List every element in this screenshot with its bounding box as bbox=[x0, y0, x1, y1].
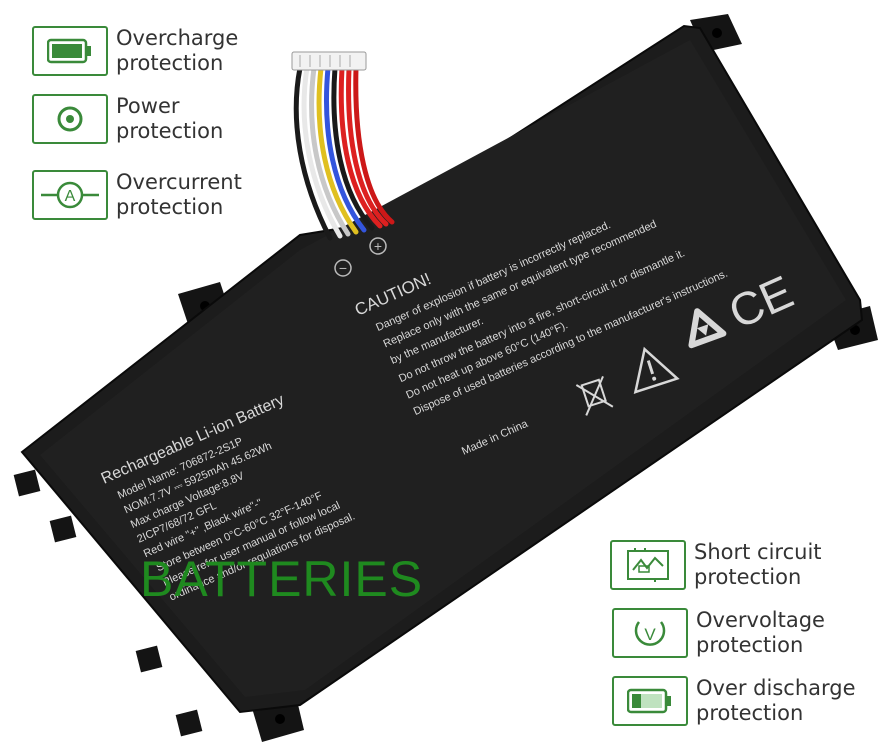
voltage-icon: V bbox=[612, 608, 688, 658]
feature-label: Short circuit bbox=[694, 540, 822, 564]
side-clip bbox=[49, 515, 77, 543]
plus-terminal-icon bbox=[369, 237, 387, 255]
feature-label: protection bbox=[116, 195, 224, 219]
feature-label: protection bbox=[116, 51, 224, 75]
side-clip bbox=[135, 645, 163, 673]
power-icon bbox=[32, 94, 108, 144]
feature-label: protection bbox=[696, 701, 804, 725]
screw-hole bbox=[275, 714, 285, 724]
feature-label: Overcurrent bbox=[116, 170, 242, 194]
feature-label: Power bbox=[116, 94, 180, 118]
warning-triangle-icon bbox=[633, 346, 680, 394]
screw-hole bbox=[712, 28, 722, 38]
crossed-bin-icon bbox=[575, 375, 614, 416]
feature-label: protection bbox=[696, 633, 804, 657]
watermark-text: BATTERIES bbox=[140, 551, 424, 607]
recycle-icon bbox=[688, 308, 727, 349]
low-battery-icon bbox=[612, 676, 688, 726]
svg-text:A: A bbox=[65, 188, 76, 205]
feature-label: Overcharge bbox=[116, 26, 239, 50]
minus-sign: − bbox=[339, 260, 347, 276]
circuit-board-icon bbox=[610, 540, 686, 590]
feature-label: protection bbox=[116, 119, 224, 143]
minus-terminal-icon bbox=[334, 259, 352, 277]
feature-label: Overvoltage bbox=[696, 608, 825, 632]
svg-text:V: V bbox=[644, 625, 656, 644]
ammeter-icon: A bbox=[32, 170, 108, 220]
wire-connector bbox=[291, 51, 367, 71]
plus-sign: + bbox=[374, 238, 382, 254]
full-battery-icon bbox=[32, 26, 108, 76]
side-clip bbox=[13, 469, 41, 497]
feature-label: protection bbox=[694, 565, 802, 589]
side-clip bbox=[175, 709, 203, 737]
feature-label: Over discharge bbox=[696, 676, 856, 700]
